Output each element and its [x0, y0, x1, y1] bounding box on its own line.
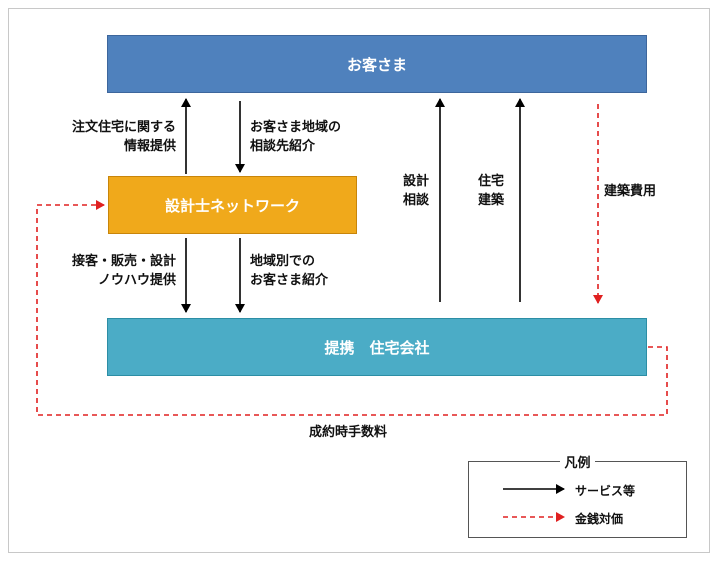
legend-box: 凡例 サービス等 金銭対価	[468, 456, 687, 538]
designer-network-box-label: 設計士ネットワーク	[164, 196, 300, 215]
label-construction-cost: 建築費用	[604, 184, 657, 199]
label-house-build: 住宅 建築	[478, 174, 505, 208]
label-consult-referral: お客さま地域の 相談先紹介	[250, 120, 342, 154]
label-knowhow-provision: 接客・販売・設計 ノウハウ提供	[71, 254, 176, 288]
partner-builder-box-label: 提携 住宅会社	[324, 338, 430, 357]
label-info-provision: 注文住宅に関する 情報提供	[71, 120, 176, 154]
legend-service-label: サービス等	[575, 484, 636, 498]
customer-box: お客さま	[107, 35, 647, 93]
customer-box-label: お客さま	[346, 55, 407, 74]
partner-builder-box: 提携 住宅会社	[107, 318, 647, 376]
diagram-frame	[8, 8, 710, 553]
arrow-commission-loop	[36, 200, 668, 416]
legend-title: 凡例	[469, 452, 686, 471]
label-design-consult: 設計 相談	[403, 174, 430, 208]
label-commission: 成約時手数料	[309, 425, 388, 440]
legend-money-label: 金銭対価	[575, 512, 624, 526]
designer-network-box: 設計士ネットワーク	[108, 176, 357, 234]
label-customer-referral: 地域別での お客さま紹介	[250, 254, 329, 288]
